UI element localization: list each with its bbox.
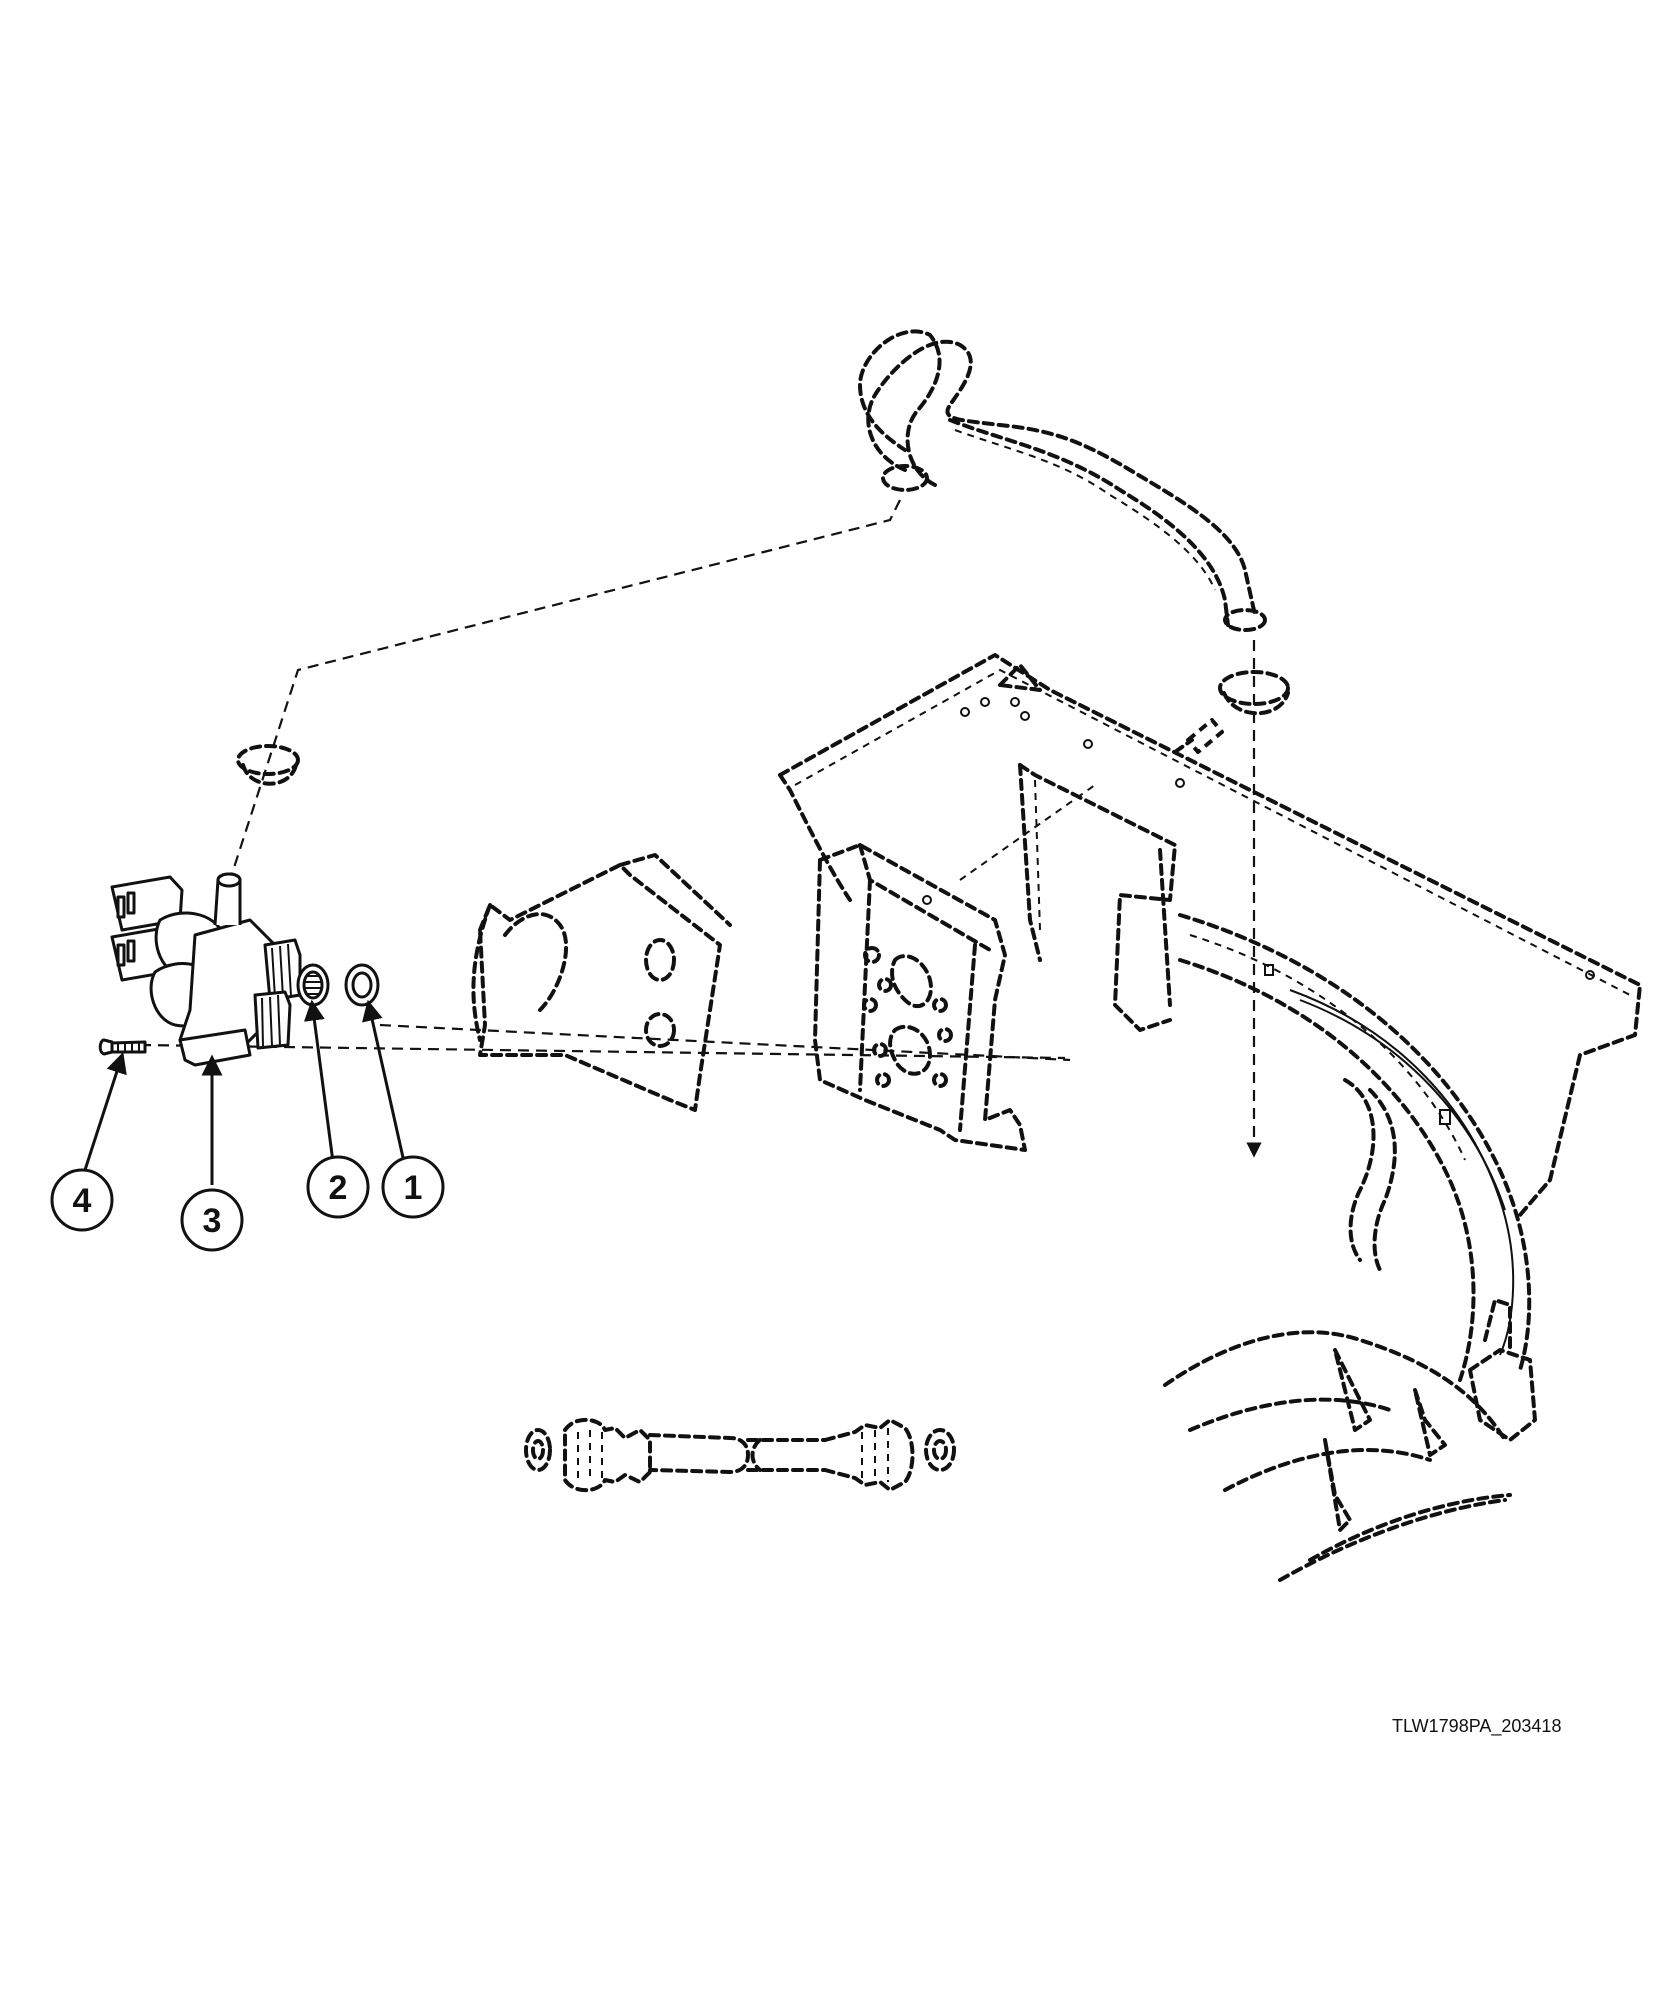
tub-cover <box>778 653 1642 1217</box>
screw-top <box>1173 718 1224 754</box>
figure-code: TLW1798PA_203418 <box>1392 1716 1562 1736</box>
callout-1-label: 1 <box>404 1169 423 1207</box>
tub-ring <box>1163 913 1537 1582</box>
valve-bracket <box>471 853 732 1112</box>
mounting-plate <box>813 843 1027 1152</box>
hose-clamp-left <box>236 744 300 786</box>
callout-leaders <box>83 999 406 1185</box>
callout-3-label: 3 <box>203 1202 222 1240</box>
callout-4-label: 4 <box>73 1182 92 1220</box>
callout-4: 4 <box>50 1168 114 1232</box>
screen-part-2 <box>296 963 330 1007</box>
assembly-lead-lines <box>139 499 1262 1158</box>
callout-1: 1 <box>381 1155 445 1219</box>
fill-hose <box>858 329 1267 632</box>
callout-3: 3 <box>180 1188 244 1252</box>
callout-2-label: 2 <box>329 1169 348 1207</box>
inlet-hose <box>524 1417 956 1493</box>
callout-2: 2 <box>306 1155 370 1219</box>
screw-part-4 <box>98 1038 147 1056</box>
washer-part-1 <box>344 963 380 1007</box>
water-inlet-valve <box>110 872 302 1067</box>
